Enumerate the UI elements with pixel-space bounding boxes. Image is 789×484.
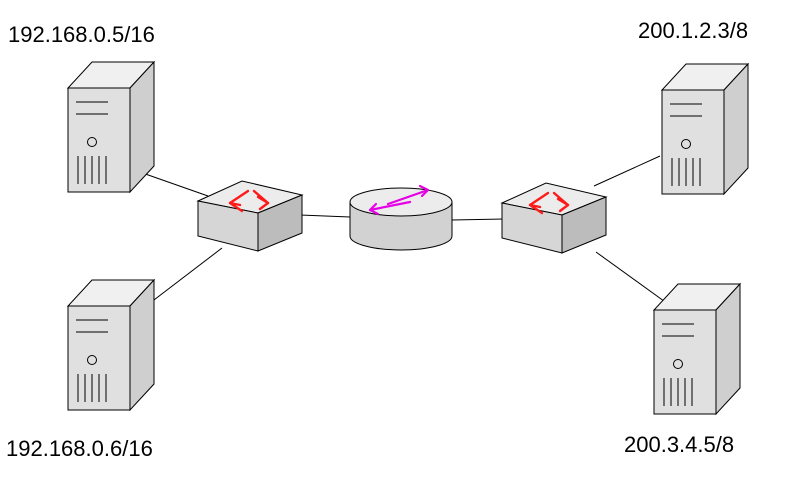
switch-arrows [528, 191, 570, 215]
switch-arrows [228, 189, 270, 213]
host-label-200-1-2-3: 200.1.2.3/8 [638, 18, 749, 43]
host-label-192-168-0-6: 192.168.0.6/16 [6, 436, 153, 461]
switch-icon [197, 180, 303, 252]
host-label-192-168-0-5: 192.168.0.5/16 [8, 22, 155, 47]
links [133, 155, 669, 305]
switch-icon [501, 182, 607, 254]
link-switch-router [299, 214, 351, 218]
host-label-200-3-4-5: 200.3.4.5/8 [624, 432, 735, 457]
server-icon [661, 63, 749, 195]
router-icon [349, 184, 453, 251]
link-router-switch [451, 218, 505, 221]
link-switch-host3 [593, 155, 661, 187]
server-icon [67, 61, 155, 193]
link-host2-switch [149, 247, 223, 304]
router-arrows [368, 184, 430, 216]
link-switch-host4 [595, 251, 669, 305]
server-icon [67, 279, 155, 411]
server-icon [653, 283, 741, 415]
